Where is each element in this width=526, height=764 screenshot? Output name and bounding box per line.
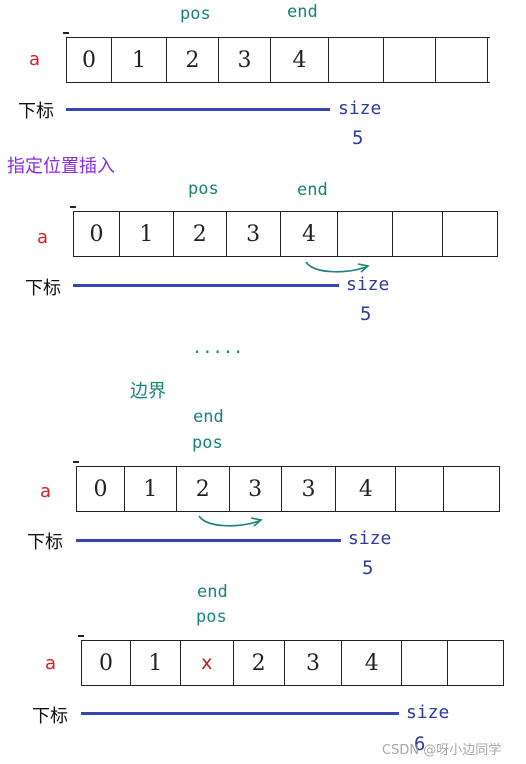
pos-pointer-label: pos [188,179,219,199]
insert-heading: 指定位置插入 [7,156,115,177]
boundary-heading: 边界 [130,381,166,402]
size-label: size [346,274,390,295]
index-line [73,284,339,287]
index-line [81,712,399,715]
array-cell-2: 2 [174,212,227,256]
corner-tick [73,461,79,463]
array-name-label: a [45,653,57,674]
array-cell-6 [402,641,449,685]
size-label: size [338,98,382,119]
array-cell-1: 1 [131,641,181,685]
array-cell-4: 3 [282,467,337,511]
array-cell-7 [444,467,501,511]
corner-tick [63,32,69,34]
array-cell-4: 3 [285,641,343,685]
array-name-label: a [29,49,41,70]
pos-pointer-label: pos [192,433,223,453]
array-cell-0: 0 [82,641,131,685]
size-value: 5 [362,557,374,579]
array-cell-0: 0 [67,38,112,82]
array-cell-0: 0 [77,467,125,511]
array-cell-5 [338,212,394,256]
array-cell-4: 4 [281,212,339,256]
pos-pointer-label: pos [180,4,211,24]
array-cell-3: 3 [227,212,281,256]
size-value: 5 [352,127,364,149]
corner-tick [70,206,76,208]
end-pointer-label: end [193,407,224,427]
pos-pointer-label: pos [196,607,227,627]
subscript-label: 下标 [25,278,61,299]
array-cell-2: 2 [167,38,219,82]
array-cell-0: 0 [74,212,120,256]
size-value: 6 [414,733,426,755]
array-cell-7 [436,38,488,82]
index-line [66,108,330,111]
array-cell-5: 4 [342,641,403,685]
array-cell-5: 4 [336,467,397,511]
array-cell-3: 2 [234,641,285,685]
subscript-label: 下标 [32,706,68,727]
array-cell-3: 3 [219,38,271,82]
array-cell-3: 3 [230,467,282,511]
array-cell-7 [448,641,504,685]
array-name-label: a [37,227,49,248]
size-value: 5 [360,303,372,325]
corner-tick [78,635,84,637]
array-cell-7 [443,212,498,256]
move-arrow [305,261,370,273]
size-label: size [406,702,450,723]
index-line [76,539,341,542]
array-cell-1: 1 [112,38,167,82]
array-cell-5 [329,38,384,82]
array-cell-6 [384,38,436,82]
array-cell-4: 4 [271,38,329,82]
continuation-dots: ..... [192,338,244,358]
subscript-label: 下标 [18,101,54,122]
move-arrow [198,515,263,527]
end-pointer-label: end [287,2,318,22]
subscript-label: 下标 [27,532,63,553]
size-label: size [348,528,392,549]
array-cell-1: 1 [120,212,174,256]
end-pointer-label: end [197,582,228,602]
array-name-label: a [40,481,52,502]
array-cell-6 [396,467,445,511]
csdn-watermark: CSDN @呀小边同学 [382,743,502,758]
array-cell-2: 2 [177,467,230,511]
array-cell-2: x [181,641,234,685]
end-pointer-label: end [297,180,328,200]
array-cell-6 [393,212,444,256]
array-cell-1: 1 [125,467,177,511]
